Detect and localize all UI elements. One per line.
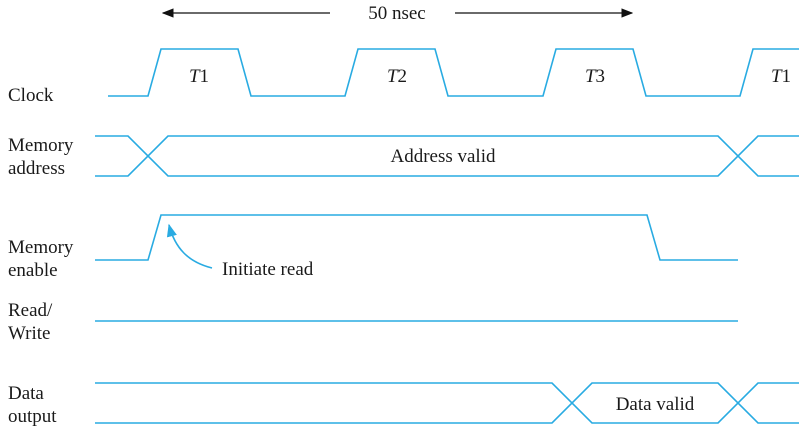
data-valid-label: Data valid	[616, 394, 695, 415]
memory-enable-label-line2: enable	[8, 260, 58, 281]
cycle-label-t1: T1	[189, 66, 209, 87]
clock-waveform	[108, 48, 799, 97]
data-output-label-line2: output	[8, 406, 57, 427]
initiate-read-arrow	[166, 223, 213, 269]
data-bus-bottom	[95, 382, 799, 424]
period-label: 50 nsec	[368, 3, 426, 24]
read-write-label-line2: Write	[8, 323, 51, 344]
period-indicator: 50 nsec	[161, 3, 634, 24]
read-write-label-line1: Read/	[8, 300, 53, 321]
address-bus-bottom	[95, 135, 799, 177]
memory-enable-label-line1: Memory	[8, 237, 74, 258]
data-bus-top	[95, 382, 799, 424]
signal-labels: Clock Memory address Memory enable Read/…	[8, 85, 74, 427]
address-bus-top	[95, 135, 799, 177]
clock-label: Clock	[8, 85, 54, 106]
cycle-label-t1-next: T1	[771, 66, 791, 87]
cycle-label-t2: T2	[387, 66, 407, 87]
memory-address-label-line1: Memory	[8, 135, 74, 156]
enable-line	[95, 214, 738, 261]
data-output-label-line1: Data	[8, 383, 44, 404]
clock-cycle-labels: T1 T2 T3 T1	[189, 66, 791, 87]
memory-address-waveform: Address valid	[95, 135, 799, 177]
memory-enable-waveform: Initiate read	[95, 214, 738, 280]
address-valid-label: Address valid	[390, 146, 496, 167]
memory-address-label-line2: address	[8, 158, 65, 179]
data-output-waveform: Data valid	[95, 382, 799, 424]
cycle-label-t3: T3	[585, 66, 605, 87]
initiate-read-label: Initiate read	[222, 259, 314, 280]
